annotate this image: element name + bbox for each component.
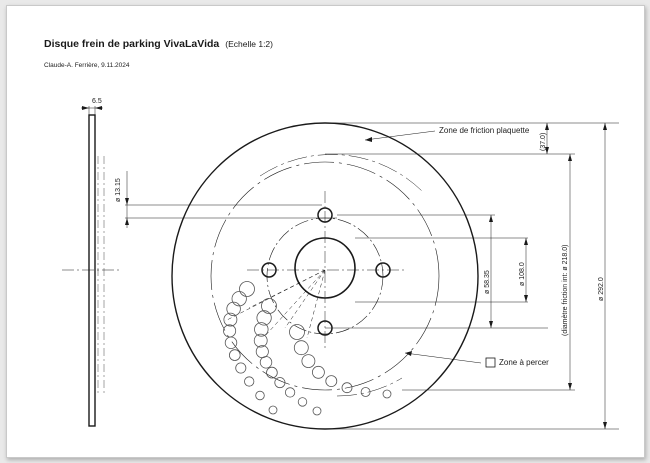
drawing-sheet: Disque frein de parking VivaLaVida (Echel… bbox=[6, 5, 645, 458]
drill-hole bbox=[253, 333, 268, 348]
drill-hole bbox=[341, 382, 353, 394]
dim-pcd-label: ø 58.35 bbox=[484, 270, 491, 294]
drill-hole bbox=[293, 340, 309, 356]
drill-holes-group bbox=[223, 281, 392, 416]
drill-hole bbox=[325, 375, 338, 388]
dim-outer-diameter-label: ø 292.0 bbox=[598, 277, 605, 301]
drill-hole bbox=[274, 377, 286, 389]
drill-hole bbox=[284, 387, 296, 398]
drill-hole bbox=[244, 376, 255, 387]
drill-hole bbox=[235, 362, 247, 374]
drill-hole bbox=[289, 324, 305, 340]
technical-drawing: 6.5 ø 13.15 ø 58.35 ø 108.0 (37.0) (diam… bbox=[62, 98, 619, 430]
drill-hole bbox=[226, 301, 241, 317]
drawing-title: Disque frein de parking VivaLaVida bbox=[44, 38, 220, 50]
drill-hole bbox=[231, 291, 247, 307]
dim-hole-diameter-label: ø 13.15 bbox=[115, 178, 122, 202]
drill-hole bbox=[312, 406, 322, 416]
dim-friction-width-label: (37.0) bbox=[540, 133, 547, 151]
drill-hole bbox=[256, 310, 272, 326]
drill-hole bbox=[261, 298, 277, 314]
disc-side-view bbox=[88, 114, 96, 427]
drill-hole bbox=[229, 349, 241, 361]
drill-hole bbox=[382, 389, 392, 399]
drill-hole bbox=[301, 354, 316, 369]
drill-hole bbox=[239, 281, 255, 297]
drill-hole bbox=[254, 322, 269, 337]
drill-zone-label: Zone à percer bbox=[499, 358, 549, 367]
drill-hole bbox=[224, 336, 238, 350]
drill-hole bbox=[255, 390, 265, 401]
title-block: Disque frein de parking VivaLaVida (Echel… bbox=[44, 34, 273, 52]
drill-hole bbox=[259, 356, 273, 369]
drill-hole bbox=[268, 405, 278, 415]
drill-hole bbox=[255, 345, 269, 359]
drill-hole bbox=[297, 397, 308, 407]
drill-hole bbox=[266, 366, 278, 379]
dim-thickness-label: 6.5 bbox=[92, 98, 102, 105]
drill-hole bbox=[223, 312, 238, 327]
author-date: Claude-A. Ferrière, 9.11.2024 bbox=[44, 62, 130, 69]
drill-zone-checkbox bbox=[485, 357, 496, 368]
drill-hole bbox=[311, 365, 325, 379]
drill-hole bbox=[223, 324, 237, 338]
dim-friction-inner-label: (diamètre friction int: ø 218.0) bbox=[562, 245, 569, 336]
dim-center-bore-label: ø 108.0 bbox=[519, 262, 526, 286]
drawing-scale: (Echelle 1:2) bbox=[225, 39, 273, 49]
drill-hole bbox=[360, 387, 371, 397]
friction-zone-inner-arc bbox=[210, 161, 440, 391]
friction-zone-label: Zone de friction plaquette bbox=[439, 126, 530, 135]
